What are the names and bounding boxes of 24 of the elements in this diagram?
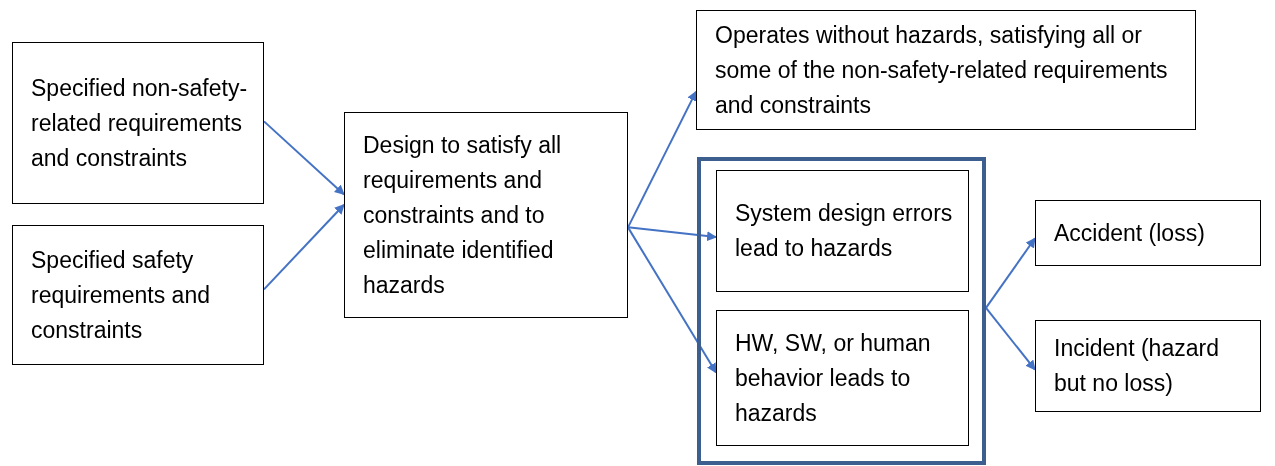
process-box <box>12 225 264 365</box>
box-label: Operates without hazards, satisfying all or some of the non-safety-related requirements and constraints <box>715 20 1169 120</box>
arrow <box>627 226 717 242</box>
box-label: Specified non-safety-related requirements and constraints <box>31 73 249 173</box>
process-box <box>344 112 628 318</box>
arrow <box>627 90 697 229</box>
box-label: Specified safety requirements and constraints <box>31 245 211 345</box>
arrow <box>263 203 345 291</box>
process-box <box>1035 320 1261 412</box>
box-label: System design errors lead to hazards <box>735 199 954 263</box>
process-box <box>696 10 1196 130</box>
arrow <box>985 306 1036 371</box>
process-box <box>716 170 969 292</box>
process-box <box>1035 200 1261 266</box>
box-label: Incident (hazard but no loss) <box>1054 334 1220 398</box>
arrow <box>627 226 717 374</box>
arrow <box>985 237 1036 309</box>
process-box <box>716 310 969 446</box>
box-label: Accident (loss) <box>1054 218 1206 248</box>
arrow <box>263 120 345 196</box>
process-box <box>12 42 264 204</box>
box-label: Design to satisfy all requirements and constraints and to eliminate identified hazards <box>363 130 563 300</box>
group-box <box>697 157 986 465</box>
box-label: HW, SW, or human behavior leads to hazards <box>735 328 932 428</box>
